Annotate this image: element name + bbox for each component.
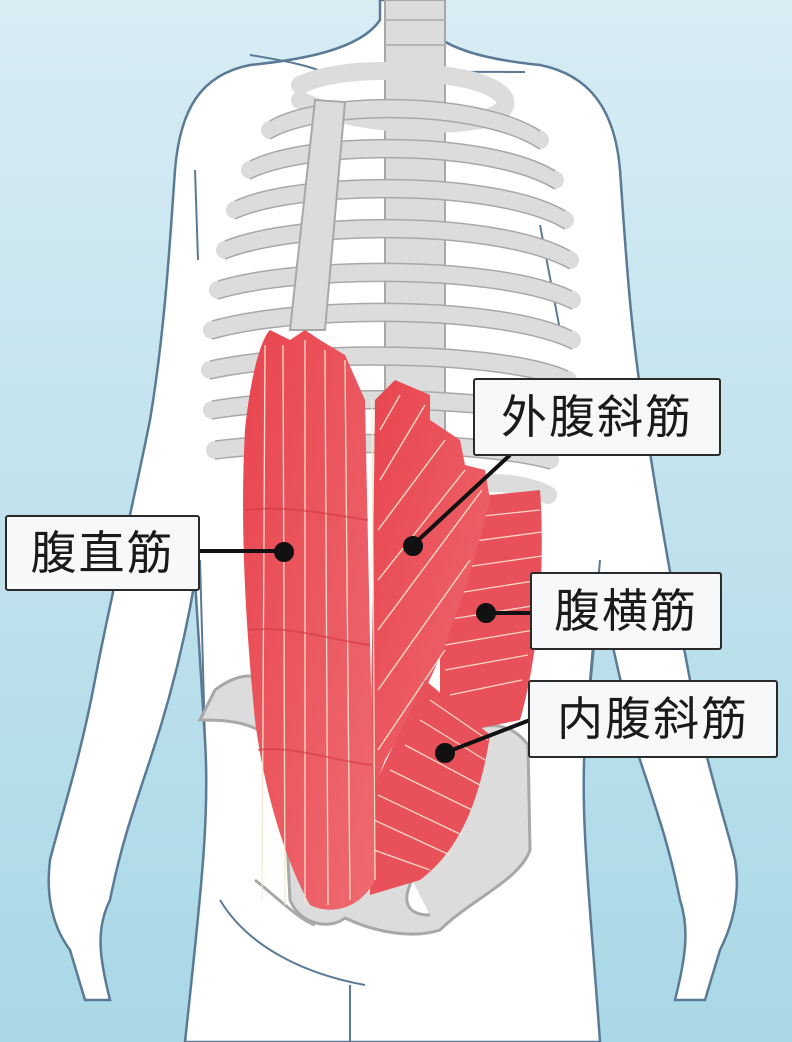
label-external-oblique: 外腹斜筋 bbox=[473, 378, 721, 456]
leader-lines bbox=[200, 453, 531, 763]
label-rectus-abdominis: 腹直筋 bbox=[5, 515, 200, 591]
internal-oblique-muscle bbox=[370, 680, 490, 895]
external-oblique-muscle bbox=[370, 380, 490, 800]
rectus-abdominis-muscle bbox=[243, 330, 375, 910]
label-transversus-abdominis: 腹横筋 bbox=[530, 572, 722, 650]
label-internal-oblique: 内腹斜筋 bbox=[528, 680, 778, 758]
